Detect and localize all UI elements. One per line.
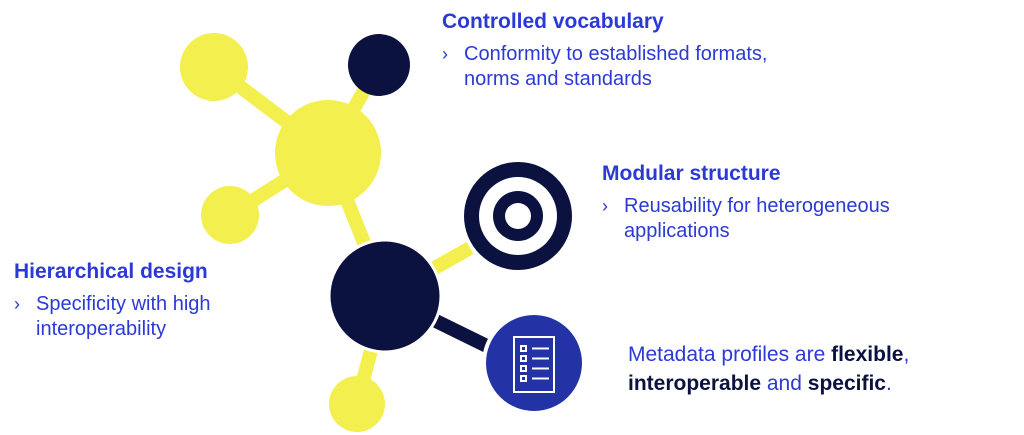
hierarchical-design-block: Hierarchical design › Specificity with h… (14, 260, 211, 342)
bullet-icon: › (14, 294, 20, 314)
bullet-icon: › (442, 44, 448, 64)
node-navy-large (327, 238, 443, 354)
heading: Modular structure (602, 162, 781, 185)
node-yellow (329, 376, 385, 432)
node-yellow (201, 186, 259, 244)
bullet-icon: › (602, 196, 608, 216)
node-yellow-large (275, 100, 381, 206)
bullet-text: Conformity to established formats,norms … (464, 43, 768, 90)
target-icon (464, 162, 572, 270)
controlled-vocabulary-block: Controlled vocabulary › Conformity to es… (442, 10, 767, 92)
summary-text: Metadata profiles are flexible, interope… (628, 343, 910, 395)
heading: Hierarchical design (14, 260, 208, 283)
heading: Controlled vocabulary (442, 10, 664, 33)
node-yellow (180, 33, 248, 101)
checklist-icon (482, 311, 586, 415)
modular-structure-block: Modular structure › Reusability for hete… (602, 162, 890, 244)
node-navy (348, 34, 410, 96)
